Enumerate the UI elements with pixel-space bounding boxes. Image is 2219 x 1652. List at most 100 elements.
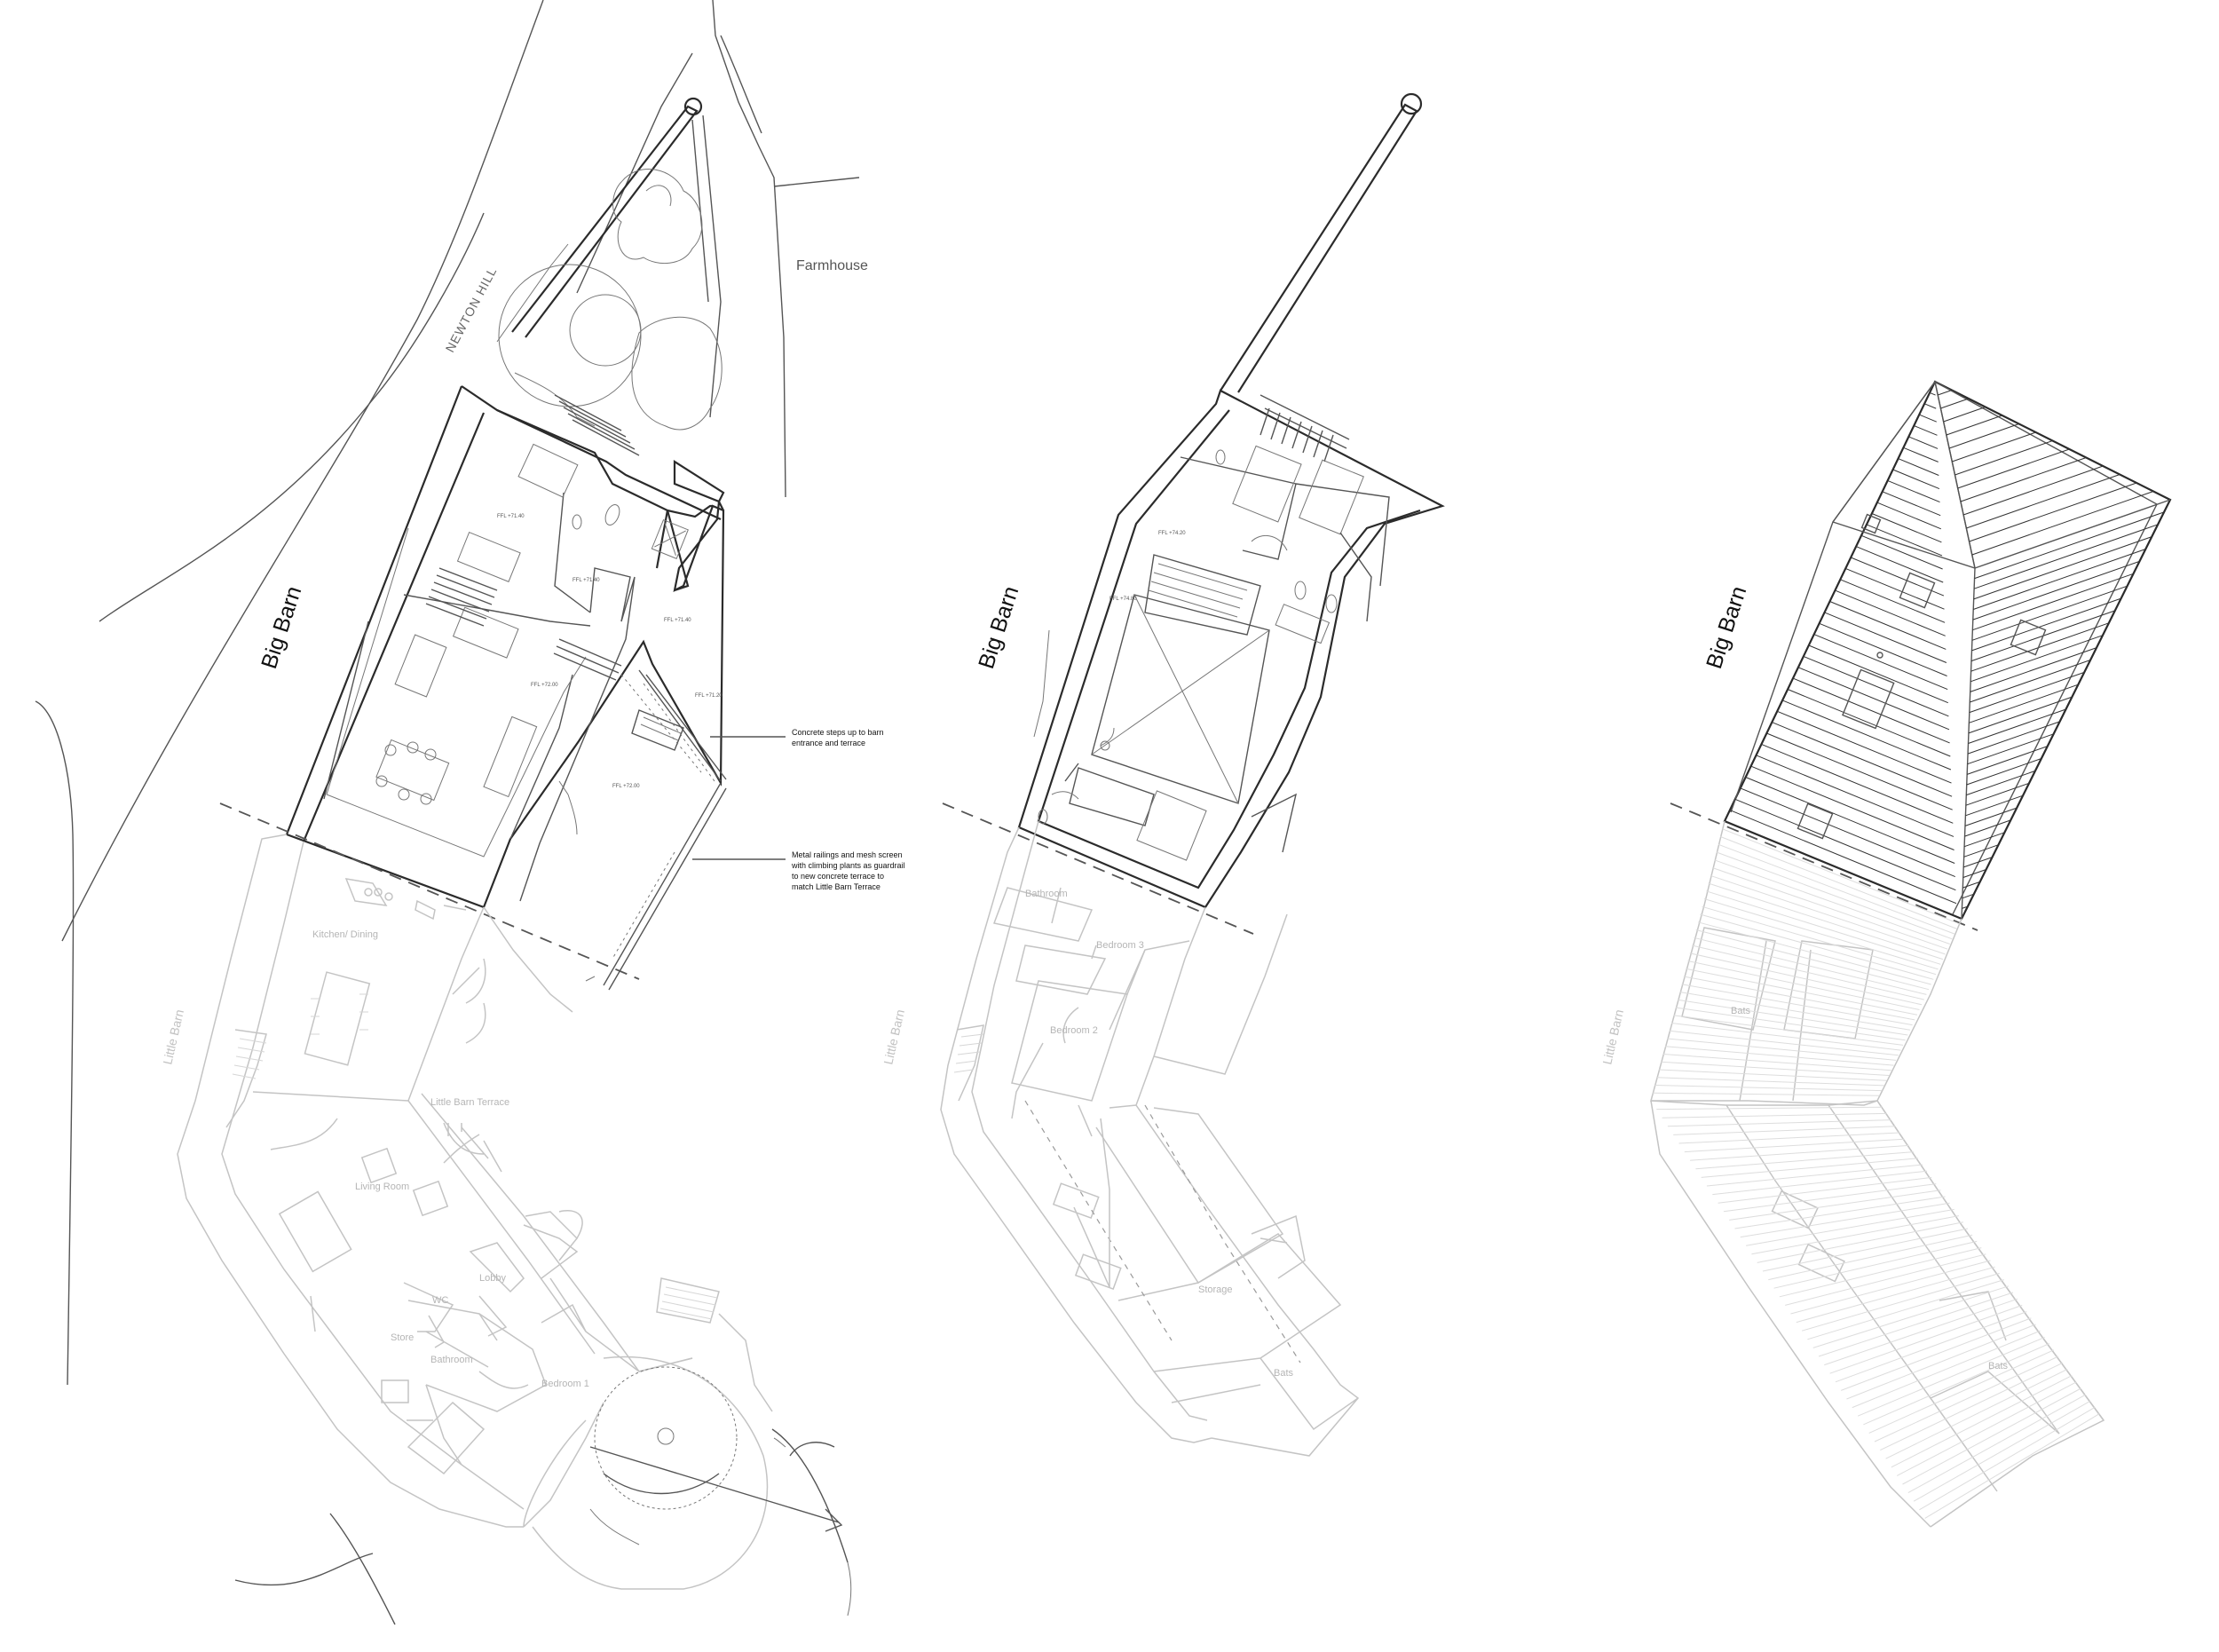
rafter-line	[1863, 1343, 2049, 1426]
rafter-line	[1667, 1038, 1897, 1061]
ffl-level: FFL +71.40	[664, 618, 691, 623]
rafter-line	[1818, 1292, 2014, 1357]
rafter-line	[1710, 874, 1946, 955]
rafter-line	[1967, 746, 2048, 775]
rafter-line	[1967, 733, 2054, 765]
rafter-line	[1887, 479, 1940, 503]
ground-floor-plan: NEWTON HILL Farmhouse	[35, 0, 905, 1625]
big-barn-roof	[1723, 380, 2172, 921]
rafter-line	[1954, 440, 2053, 476]
rafter-line	[1797, 667, 1950, 731]
rafter-line	[1684, 1138, 1905, 1153]
rafter-line	[1969, 684, 2079, 723]
rafter-line	[1970, 635, 2104, 683]
rafter-line	[1803, 655, 1949, 717]
rafter-line	[1773, 1240, 1978, 1289]
rafter-line	[1792, 677, 1950, 744]
rafter-line	[1703, 898, 1939, 970]
rafter-line	[1852, 1330, 2041, 1409]
rafter-line	[1971, 491, 2154, 556]
rafter-line	[1686, 968, 1917, 1016]
rafter-line	[1671, 1023, 1901, 1051]
rafter-line	[1661, 1061, 1890, 1076]
rafter-line	[1667, 1119, 1891, 1127]
rafter-line	[1919, 414, 1937, 423]
little-barn-ground-floor: Little Barn	[160, 834, 852, 1616]
rafter-line	[1962, 869, 1986, 878]
annotation-notes: Concrete steps up to barn entrance and t…	[692, 728, 905, 891]
ffl-level: FFL +71.20	[695, 693, 723, 699]
rafter-line	[1970, 647, 2097, 692]
rafter-line	[1896, 1381, 2077, 1476]
rafter-line	[1751, 1215, 1959, 1255]
rafter-line	[1772, 722, 1953, 797]
rafter-line	[1968, 696, 2073, 734]
ffl-level: FFL +72.00	[531, 683, 558, 688]
room-labels-first: Bathroom Bedroom 3 Bedroom 2 Storage Bat…	[1025, 889, 1294, 1379]
rafter-line	[1690, 1144, 1909, 1161]
rafter-line	[1819, 622, 1947, 676]
big-barn-ground-walls	[285, 385, 727, 991]
rafter-line	[1914, 425, 1938, 436]
rafter-line	[1740, 787, 1955, 878]
rafter-line	[1734, 798, 1956, 891]
rafter-line	[1963, 857, 1993, 868]
rafter-line	[1729, 1190, 1941, 1221]
rafter-line	[1960, 457, 2087, 502]
rafter-line	[1687, 960, 1920, 1010]
little-barn-roof: Little Barn	[1599, 820, 2105, 1528]
big-barn-label-ground: Big Barn	[257, 583, 306, 672]
rafter-line	[1669, 1030, 1899, 1056]
rafter-line	[1964, 819, 2011, 837]
rafter-line	[1962, 905, 1969, 909]
rafter-line	[1675, 1007, 1906, 1041]
rafter-line	[1756, 755, 1954, 837]
rafter-line	[1892, 469, 1940, 490]
rafter-line	[1972, 573, 2134, 631]
room-label-storage: Storage	[1198, 1284, 1233, 1295]
rafter-line	[1969, 482, 2137, 542]
rafter-line	[1729, 810, 1957, 905]
rafter-line	[1952, 431, 2036, 462]
rafter-line	[1824, 612, 1947, 663]
rafter-line	[1971, 597, 2121, 652]
rafter-line	[1876, 502, 1941, 530]
newton-hill-label: NEWTON HILL	[443, 265, 500, 354]
rafter-line	[1695, 929, 1930, 991]
rafter-line	[1973, 536, 2152, 600]
rafter-line	[1967, 721, 2060, 755]
rafter-line	[1678, 1132, 1900, 1144]
room-label-bats-first: Bats	[1274, 1368, 1294, 1379]
room-label-bedroom-3: Bedroom 3	[1096, 940, 1144, 951]
room-label-kitchen-dining: Kitchen/ Dining	[312, 929, 378, 940]
rafter-line	[1891, 1375, 2073, 1468]
farmhouse-boundary: Farmhouse	[576, 0, 868, 498]
rafter-line	[1903, 447, 1939, 462]
rafter-line	[1963, 844, 1999, 858]
rafter-line	[1656, 1077, 1884, 1087]
rafter-line	[1722, 828, 1960, 925]
rafter-line	[1835, 589, 1946, 636]
room-labels-roof: Bats Bats	[1731, 1006, 2009, 1371]
rafter-line	[1957, 448, 2070, 489]
rafter-line	[1673, 1126, 1896, 1135]
rafter-line	[1938, 390, 1953, 396]
roof-rafters-dark	[1729, 390, 2165, 909]
rafter-line	[1714, 859, 1950, 945]
little-barn-label-roof: Little Barn	[1599, 1008, 1626, 1066]
rafter-line	[1965, 794, 2024, 817]
room-label-bathroom-first: Bathroom	[1025, 889, 1068, 899]
first-floor-plan: Little Barn Big Barn FFL +74.20 FFL +74.…	[880, 92, 1445, 1457]
rafter-line	[1750, 765, 1954, 850]
rafter-line	[1723, 1183, 1937, 1213]
rafter-line	[1740, 1202, 1950, 1238]
rafter-line	[1757, 1221, 1963, 1263]
rafter-line	[1835, 1311, 2027, 1383]
rafter-line	[1845, 567, 1945, 610]
note-railing-line1: Metal railings and mesh screen	[792, 850, 903, 859]
rafter-line	[1712, 1170, 1928, 1196]
rafter-line	[1846, 1324, 2036, 1400]
rafter-line	[1966, 770, 2036, 796]
note-railing-line3: to new concrete terrace to	[792, 872, 884, 881]
